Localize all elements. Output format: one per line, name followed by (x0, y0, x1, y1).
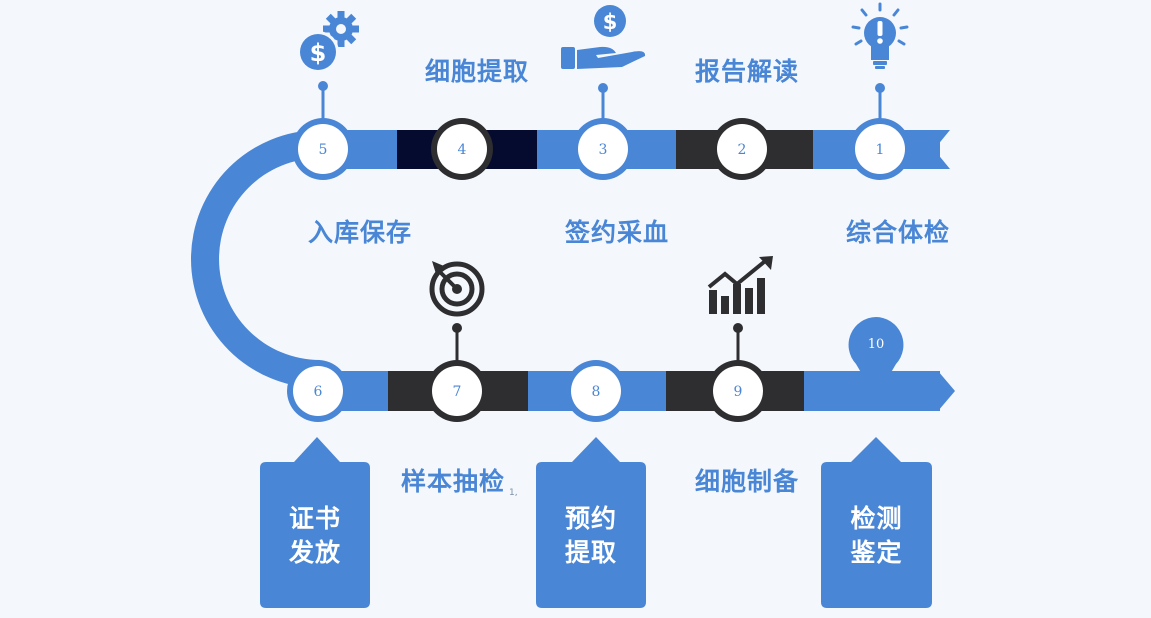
callout-line: 检测 (850, 504, 903, 533)
step-2-node: 2 (711, 118, 773, 180)
map-pin-icon: 10 (848, 317, 904, 398)
step-4-number: 4 (458, 142, 467, 158)
svg-text:$: $ (310, 39, 327, 67)
step-8-node: 8 (565, 360, 627, 422)
step-1-label: 综合体检 (846, 218, 951, 247)
stray-mark: 1, (509, 488, 518, 498)
step-2-number: 2 (738, 142, 747, 158)
dollar-gear-icon: $ (297, 11, 359, 73)
step-6-number: 6 (314, 384, 323, 400)
step-9-node: 9 (707, 323, 769, 422)
step-5-label: 入库保存 (308, 218, 413, 247)
step-4-node: 4 (431, 118, 493, 180)
step-1-number: 1 (876, 142, 885, 158)
growth-chart-icon (707, 256, 773, 314)
curve-connector (191, 130, 320, 388)
callout-box-step-6 (260, 437, 370, 608)
step-9-number: 9 (734, 384, 743, 400)
step-9-label: 细胞制备 (695, 467, 800, 496)
top-band-tail (900, 130, 950, 169)
callout-text-step-10: 检测 鉴定 (821, 502, 932, 570)
step-7-node: 7 (426, 323, 488, 422)
step-7-number: 7 (453, 384, 462, 400)
svg-text:$: $ (603, 10, 618, 34)
callout-text-step-8: 预约 提取 (536, 502, 646, 570)
step-3-number: 3 (599, 142, 608, 158)
callout-box-step-8 (536, 437, 646, 608)
lightbulb-icon (851, 2, 909, 69)
callout-text-step-6: 证书 发放 (260, 502, 370, 570)
callout-box-step-10 (821, 437, 932, 608)
step-1-node: 1 (849, 83, 911, 180)
step-3-label: 签约采血 (565, 218, 670, 247)
step-5-node: 5 (292, 81, 354, 180)
callout-line: 预约 (564, 504, 617, 533)
bottom-band-arrow-head (930, 371, 955, 411)
hand-holding-dollar-icon: $ (561, 5, 646, 69)
callout-line: 证书 (288, 504, 341, 533)
step-4-label: 细胞提取 (425, 57, 530, 86)
callout-line: 发放 (288, 538, 341, 567)
step-8-number: 8 (592, 384, 601, 400)
target-icon (429, 261, 485, 317)
callout-line: 提取 (564, 538, 617, 567)
step-10-number: 10 (868, 337, 885, 352)
step-2-label: 报告解读 (695, 57, 800, 86)
step-3-node: 3 (572, 83, 634, 180)
step-5-number: 5 (319, 142, 328, 158)
step-6-node: 6 (287, 360, 349, 422)
callout-line: 鉴定 (850, 538, 903, 567)
step-7-label: 样本抽检 (401, 467, 506, 496)
